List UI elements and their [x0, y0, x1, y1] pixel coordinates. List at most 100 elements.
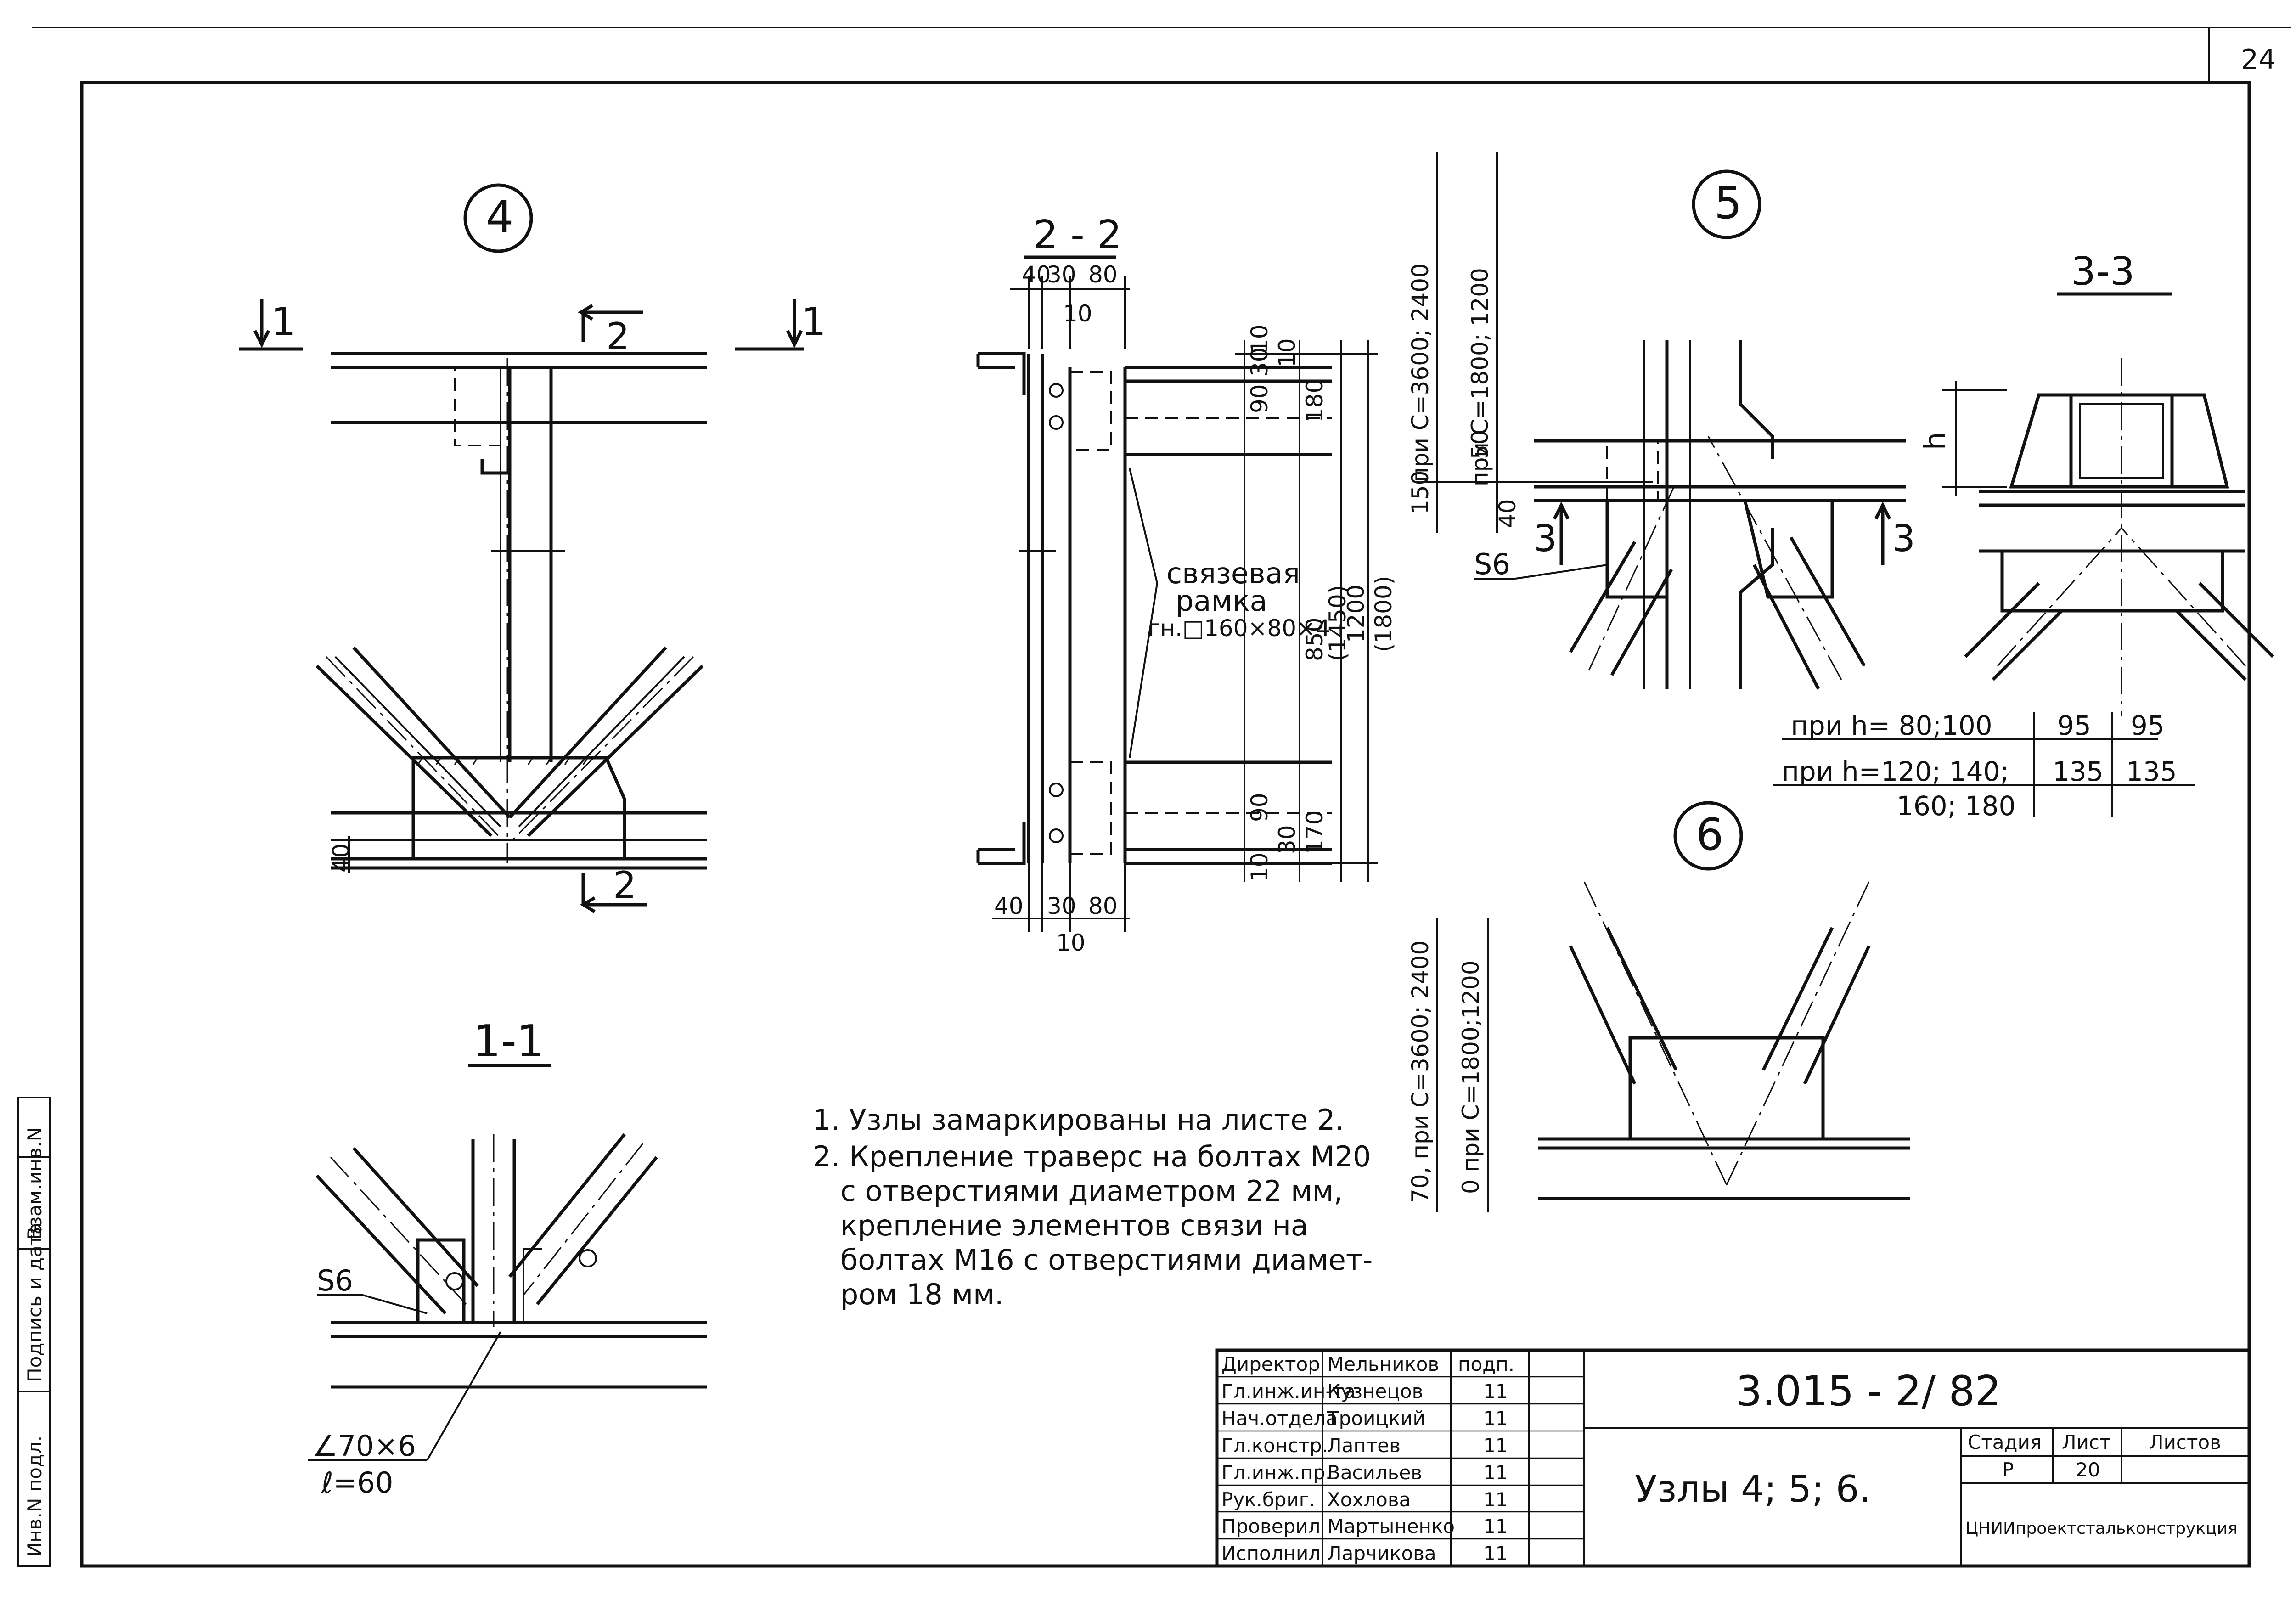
section-2-2-title: 2 - 2	[1033, 212, 1122, 258]
section-2-2-top-dim-40: 40	[1022, 261, 1051, 288]
section-3-3-title: 3-3	[2071, 249, 2135, 294]
section-2-2: 2 - 2 40 30 80 10	[976, 212, 1397, 956]
node-5-dim-50: 50	[1467, 430, 1493, 459]
section-1-1-title: 1-1	[473, 1016, 544, 1067]
section-2-2-right-850: 850	[1301, 618, 1328, 661]
title-block: Директор Мельников подп. Гл.инж.ин-та Ку…	[1215, 1348, 2251, 1568]
section-2-2-top-dim-10: 10	[1063, 300, 1092, 327]
section-1-1-s6: S6	[317, 1264, 353, 1297]
tb-name-5: Васильев	[1327, 1461, 1422, 1484]
section-2-2-right-1200: 1200	[1343, 585, 1369, 643]
section-2-2-right-1800: (1800)	[1370, 576, 1397, 652]
tb-organization: ЦНИИпроектстальконструкция	[1965, 1519, 2238, 1538]
node-6-dim-1: 70, при С=3600; 2400	[1407, 941, 1434, 1203]
node-4-view: 4 1 1 2 2	[239, 183, 826, 913]
tb-name-7: Мартыненко	[1327, 1515, 1455, 1538]
note-line-5: болтах М16 с отверстиями диамет-	[840, 1243, 1373, 1277]
sheet-frame: 24	[32, 27, 2291, 1568]
side-stamp-inv: Инв.N подл.	[23, 1436, 46, 1557]
tb-role-8: Исполнил	[1221, 1542, 1321, 1565]
node-6-number: 6	[1696, 810, 1723, 860]
tb-stage-header: Стадия	[1968, 1431, 2042, 1453]
h-table-row-1-a: 95	[2057, 710, 2091, 741]
tb-name-2: Кузнецов	[1327, 1380, 1423, 1403]
h-table-row-1-label: при h= 80;100	[1791, 710, 1992, 741]
node-5-dim-1: при С=3600; 2400	[1407, 263, 1434, 482]
tb-document-code: 3.015 - 2/ 82	[1736, 1367, 2001, 1415]
node-4-number: 4	[486, 192, 513, 242]
h-table-row-2-label: при h=120; 140;	[1782, 756, 2009, 787]
section-2-2-right-1450: (1450)	[1324, 585, 1351, 661]
section-2-2-top-dim-30: 30	[1047, 261, 1076, 288]
section-2-2-bottom-dim-80: 80	[1088, 893, 1118, 919]
section-2-2-right-lower-90: 90	[1246, 793, 1273, 822]
tb-role-3: Нач.отдела	[1221, 1407, 1338, 1430]
tb-sheet-title: Узлы 4; 5; 6.	[1635, 1468, 1871, 1510]
tb-sign-6: 11	[1483, 1488, 1508, 1511]
tb-sign-4: 11	[1483, 1434, 1508, 1457]
section-2-2-top-dim-80: 80	[1088, 261, 1118, 288]
node-5-dim-2: при С=1800; 1200	[1467, 268, 1493, 487]
tb-role-4: Гл.констр.	[1221, 1434, 1328, 1457]
section-2-2-bottom-dim-30: 30	[1047, 893, 1076, 919]
tb-name-1: Мельников	[1327, 1353, 1439, 1375]
tb-sheets-header: Листов	[2149, 1431, 2221, 1453]
node-4-cut-2-bottom: 2	[613, 864, 636, 907]
tb-role-2: Гл.инж.ин-та	[1221, 1380, 1356, 1403]
note-line-6: ром 18 мм.	[840, 1278, 1004, 1311]
node-4-dim-40: 40	[328, 843, 355, 873]
tb-sign-8: 11	[1483, 1542, 1508, 1565]
note-line-3: с отверстиями диаметром 22 мм,	[840, 1174, 1343, 1208]
tb-sign-7: 11	[1483, 1515, 1508, 1538]
tb-name-3: Троицкий	[1327, 1407, 1425, 1430]
section-2-2-right-lower-30: 30	[1274, 825, 1300, 854]
corner-mark: 24	[2241, 44, 2276, 76]
section-2-2-right-30: 30	[1246, 347, 1273, 377]
node-5-dim-150: 150	[1407, 471, 1434, 514]
side-stamp-replace: Взам.инв.N	[23, 1127, 46, 1240]
node-5-number: 5	[1714, 178, 1742, 229]
node-5-cut-3-left: 3	[1534, 517, 1557, 560]
tb-role-7: Проверил	[1221, 1515, 1320, 1538]
h-table-row-2-b: 135	[2126, 756, 2177, 787]
h-table-row-2-a: 135	[2053, 756, 2104, 787]
node-5-s6: S6	[1474, 547, 1510, 581]
tb-role-6: Рук.бриг.	[1221, 1488, 1315, 1511]
section-2-2-right-90: 90	[1246, 384, 1273, 413]
section-2-2-right-10a: 10	[1246, 324, 1273, 354]
tb-sign-2: 11	[1483, 1380, 1508, 1403]
section-2-2-frame-label-1: связевая	[1166, 557, 1300, 590]
section-2-2-frame-label-2: рамка	[1176, 584, 1267, 618]
tb-sheet: 20	[2076, 1459, 2100, 1481]
tb-name-8: Ларчикова	[1327, 1542, 1436, 1565]
node-5-cut-3-right: 3	[1892, 517, 1915, 560]
section-2-2-right-180: 180	[1301, 379, 1328, 422]
notes: 1. Узлы замаркированы на листе 2. 2. Кре…	[813, 1103, 1373, 1311]
h-table-row-3-label: 160; 180	[1896, 790, 2015, 822]
section-2-2-right-10b: 10	[1274, 338, 1300, 367]
tb-sign-3: 11	[1483, 1407, 1508, 1430]
node-4-cut-2-top: 2	[606, 315, 630, 358]
section-2-2-bottom-dim-10: 10	[1056, 929, 1086, 956]
tb-name-6: Хохлова	[1327, 1488, 1411, 1511]
section-2-2-right-lower-10: 10	[1246, 852, 1273, 882]
tb-role-5: Гл.инж.пр.	[1221, 1461, 1331, 1484]
section-3-3: 3-3 h	[1918, 249, 2274, 716]
tb-sheet-header: Лист	[2062, 1431, 2110, 1453]
tb-sign-1: подп.	[1458, 1353, 1514, 1375]
tb-name-4: Лаптев	[1327, 1434, 1401, 1457]
section-1-1-angle: ∠70×6	[312, 1429, 416, 1463]
section-3-3-h: h	[1918, 432, 1952, 450]
section-1-1: 1-1 S6 ∠70×6 ℓ=60	[308, 1016, 707, 1499]
section-2-2-right-lower-170: 170	[1301, 811, 1328, 854]
node-5-view: 5 при С=3600; 2400 при С=1800; 1200 150 …	[1407, 152, 1915, 690]
note-line-4: крепление элементов связи на	[840, 1209, 1308, 1242]
node-5-dim-40: 40	[1494, 499, 1521, 528]
h-table-row-1-b: 95	[2131, 710, 2165, 741]
section-1-1-length: ℓ=60	[321, 1466, 393, 1499]
note-line-1: 1. Узлы замаркированы на листе 2.	[813, 1103, 1344, 1137]
note-line-2: 2. Крепление траверс на болтах М20	[813, 1140, 1371, 1173]
node-6-dim-2: 0 при С=1800;1200	[1458, 960, 1484, 1194]
node-4-cut-1-left: 1	[271, 299, 296, 345]
